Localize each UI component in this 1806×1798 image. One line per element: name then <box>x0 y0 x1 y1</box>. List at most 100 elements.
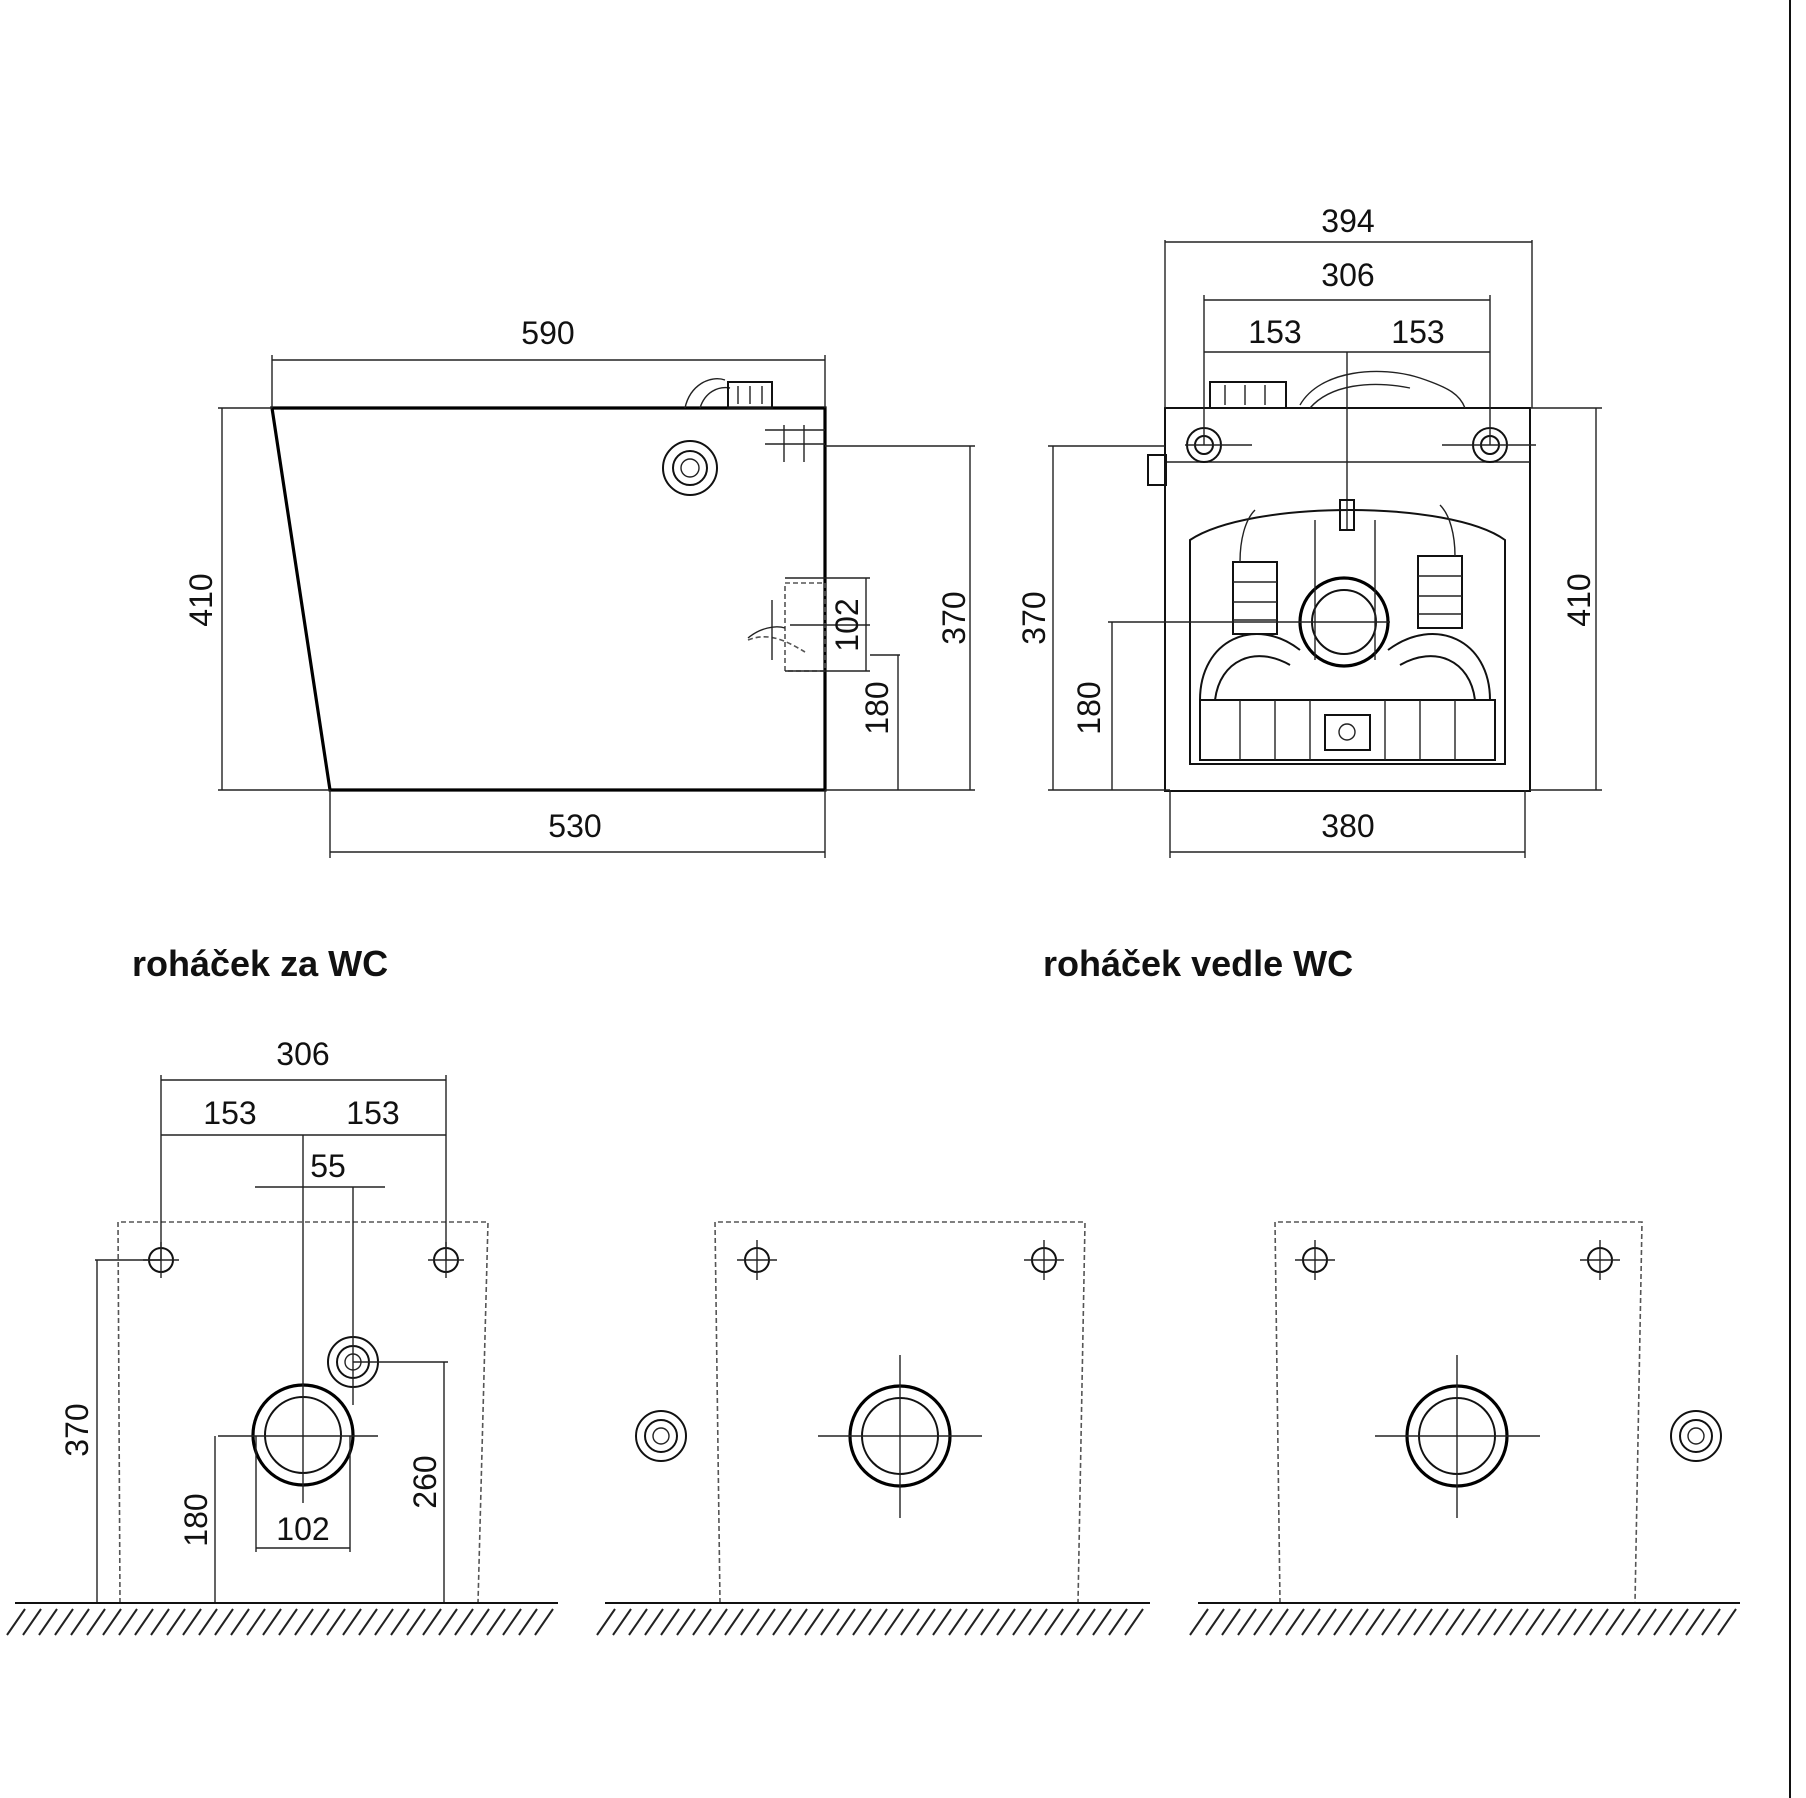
hatch-line <box>1589 1608 1609 1636</box>
hatch-line <box>836 1608 856 1636</box>
dim-valve-offset: 55 <box>255 1148 385 1405</box>
dim-right-half-label: 153 <box>1391 314 1444 350</box>
dim-valve-offset-label: 55 <box>310 1148 346 1184</box>
hatch-line <box>1028 1608 1048 1636</box>
hatch-line <box>470 1608 490 1636</box>
hatch-line <box>502 1608 522 1636</box>
back-inner-frame <box>1189 509 1506 765</box>
hatch-line <box>438 1608 458 1636</box>
hatch-line <box>1637 1608 1657 1636</box>
hatch-line <box>1445 1608 1465 1636</box>
dim-top-length-label: 590 <box>521 315 574 351</box>
hatch-line <box>374 1608 394 1636</box>
side-view: 590 530 410 370 102 <box>183 315 975 858</box>
hatch-line <box>740 1608 760 1636</box>
hatch-line <box>916 1608 936 1636</box>
side-flush-button <box>662 440 718 496</box>
hatch-line <box>534 1608 554 1636</box>
dim-install-bolt-height-label: 370 <box>59 1403 95 1456</box>
install-view-beside-left <box>605 1221 1150 1604</box>
install3-bolt-left <box>1295 1240 1335 1280</box>
hatch-line <box>1477 1608 1497 1636</box>
hatch-line <box>1189 1608 1209 1636</box>
hatch-line <box>1269 1608 1289 1636</box>
install3-outline <box>1274 1221 1643 1604</box>
hatch-line <box>1237 1608 1257 1636</box>
hatch-line <box>1317 1608 1337 1636</box>
hatch-line <box>214 1608 234 1636</box>
install3-outlet <box>1375 1355 1540 1518</box>
dim-back-height-label: 410 <box>1561 573 1597 626</box>
dim-height-label: 410 <box>183 573 219 626</box>
dim-valve-height: 260 <box>353 1361 448 1603</box>
hatch-line <box>932 1608 952 1636</box>
back-view: 394 306 153 153 380 410 <box>1016 203 1602 858</box>
hatch-line <box>1573 1608 1593 1636</box>
hatch-line <box>1397 1608 1417 1636</box>
hatch-line <box>1701 1608 1721 1636</box>
hatch-line <box>804 1608 824 1636</box>
dim-outlet-diameter-label: 102 <box>829 598 865 651</box>
back-valve-left <box>1232 561 1278 635</box>
dim-install-outlet-diameter: 102 <box>255 1436 351 1552</box>
hatch-line <box>1092 1608 1112 1636</box>
dim-base-width-label: 380 <box>1321 808 1374 844</box>
hatch-line <box>772 1608 792 1636</box>
dim-install-right-half-label: 153 <box>346 1095 399 1131</box>
hatch-line <box>390 1608 410 1636</box>
dim-overall-width: 394 <box>1164 203 1533 408</box>
hatch-line <box>1525 1608 1545 1636</box>
hatch-line <box>1685 1608 1705 1636</box>
dim-height: 410 <box>183 407 330 791</box>
hatch-line <box>820 1608 840 1636</box>
dim-back-outlet-height: 180 <box>1071 621 1300 790</box>
hatch-line <box>852 1608 872 1636</box>
hatch-line <box>486 1608 506 1636</box>
hatch-line <box>86 1608 106 1636</box>
install2-bolt-right <box>1024 1240 1064 1280</box>
hatch-line <box>1669 1608 1689 1636</box>
side-valve-block <box>727 381 773 409</box>
hatch-line <box>310 1608 330 1636</box>
hatch-line <box>1365 1608 1385 1636</box>
hatch-line <box>1381 1608 1401 1636</box>
hatch-line <box>38 1608 58 1636</box>
install2-valve-left <box>635 1410 687 1462</box>
hatch-line <box>182 1608 202 1636</box>
side-body-outline <box>270 406 827 792</box>
side-top-connector <box>684 378 731 409</box>
hatch-line <box>1301 1608 1321 1636</box>
hatch-line <box>948 1608 968 1636</box>
dim-install-bolt-spacing-label: 306 <box>276 1036 329 1072</box>
dim-overall-width-label: 394 <box>1321 203 1374 239</box>
hatch-line <box>1108 1608 1128 1636</box>
hatch-line <box>1429 1608 1449 1636</box>
hatch-line <box>198 1608 218 1636</box>
hatch-line <box>612 1608 632 1636</box>
hatch-line <box>756 1608 776 1636</box>
dim-top-length: 590 <box>271 315 826 408</box>
dim-back-outlet-height-label: 180 <box>1071 681 1107 734</box>
hatch-line <box>1541 1608 1561 1636</box>
hatch-line <box>70 1608 90 1636</box>
dim-bolt-spacing-label: 306 <box>1321 257 1374 293</box>
hatch-line <box>518 1608 538 1636</box>
dim-install-left-half-label: 153 <box>203 1095 256 1131</box>
dim-install-outlet-height-label: 180 <box>178 1493 214 1546</box>
hatch-line <box>1221 1608 1241 1636</box>
dim-base-length-label: 530 <box>548 808 601 844</box>
hatch-line <box>884 1608 904 1636</box>
install3-valve-right <box>1670 1410 1722 1462</box>
hatch-line <box>1205 1608 1225 1636</box>
hatch-line <box>708 1608 728 1636</box>
hatch-line <box>102 1608 122 1636</box>
hatch-line <box>1060 1608 1080 1636</box>
dim-install-outlet-height: 180 <box>178 1436 216 1603</box>
hatch-line <box>868 1608 888 1636</box>
install-view-beside-right <box>1198 1221 1740 1604</box>
hatch-line <box>1653 1608 1673 1636</box>
hatch-line <box>644 1608 664 1636</box>
side-outlet-dashed <box>784 582 826 672</box>
hatch-line <box>1285 1608 1305 1636</box>
